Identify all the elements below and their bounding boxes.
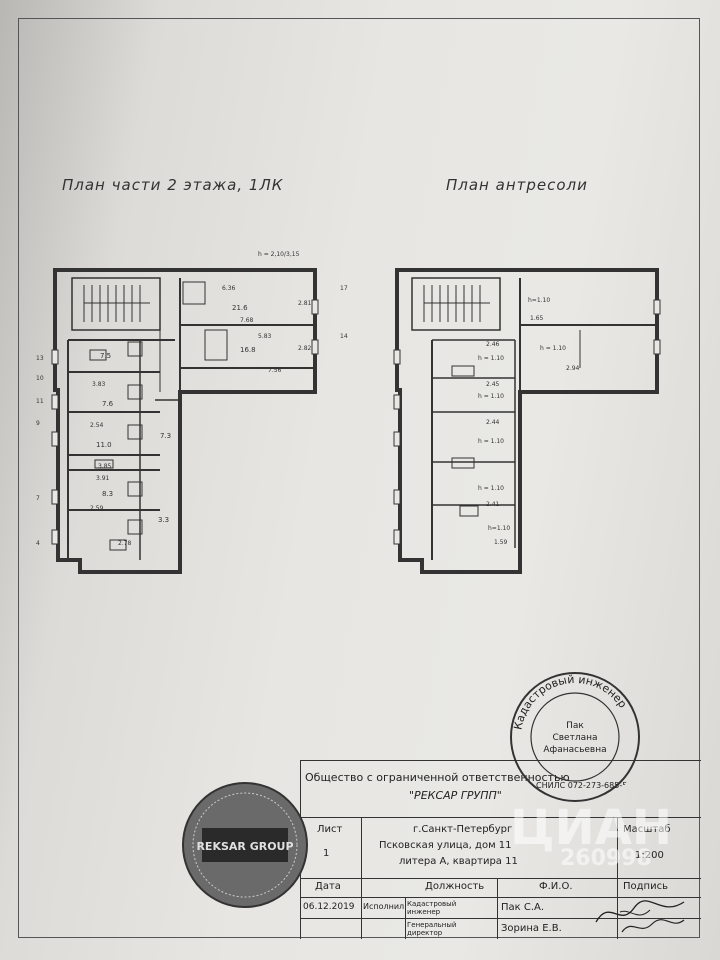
company-stamp: REKSAR GROUP — [182, 782, 308, 908]
height-label: h = 1.10 — [540, 345, 566, 352]
dim-label: 3.85 — [98, 463, 112, 470]
engineer-stamp-surname: Пак — [566, 721, 584, 731]
room-area-label: 7.3 — [160, 432, 171, 440]
height-label: h = 1.10 — [478, 355, 504, 362]
dim-label: 2.41 — [486, 501, 500, 508]
row-name: Пак С.А. — [501, 902, 545, 913]
dim-label: 7.56 — [268, 367, 282, 374]
director-signature — [621, 919, 685, 933]
mezzanine-plan-title: План антресоли — [446, 176, 588, 194]
room-area-label: 16.8 — [240, 346, 256, 354]
height-label: h = 1.10 — [478, 393, 504, 400]
dim-label: 1.65 — [530, 315, 544, 322]
column-name: Ф.И.О. — [539, 881, 573, 892]
height-label: h=1.10 — [528, 297, 550, 304]
grid-line — [617, 818, 618, 939]
organization-name: Общество с ограниченной ответственностью — [305, 771, 570, 784]
dim-label: 5.83 — [258, 333, 272, 340]
dim-label: 2.44 — [486, 419, 500, 426]
room-area-label: 8.3 — [102, 490, 113, 498]
dim-label: 7.68 — [240, 317, 254, 324]
row-position: Генеральный директор — [407, 921, 457, 937]
row-role: Исполнил — [363, 902, 405, 911]
floor-plans-drawing: h = 2,10/3,15 6.36 21.6 7.68 5.83 16.8 7… — [36, 251, 661, 574]
dim-label: 3.91 — [96, 475, 110, 482]
watermark-number: 260998 — [560, 846, 652, 871]
dim-label: 2.78 — [118, 540, 132, 547]
organization-brand: "РЕКСАР ГРУПП" — [409, 789, 502, 802]
address-liter: литера А, квартира 11 — [399, 856, 518, 867]
grid-line — [361, 818, 362, 939]
scale-label: Масштаб — [623, 824, 671, 835]
sheet-number: 1 — [323, 848, 330, 859]
engineer-stamp-snils: СНИЛС 072-273-685-55 — [536, 781, 632, 790]
sheet-label: Лист — [317, 824, 343, 835]
height-label: h = 1.10 — [478, 438, 504, 445]
mezzanine-plan — [393, 268, 661, 574]
watermark-text: ЦИАН — [510, 800, 673, 856]
dim-label: 2.94 — [566, 365, 580, 372]
column-date: Дата — [315, 881, 341, 892]
height-label: h=1.10 — [488, 525, 510, 532]
axis-label: 13 — [36, 355, 44, 362]
room-area-label: 7.6 — [102, 400, 114, 408]
axis-label: 4 — [36, 540, 40, 547]
row-position: Кадастровый инженер — [407, 900, 457, 916]
axis-label: 14 — [340, 333, 348, 340]
title-block: Общество с ограниченной ответственностью… — [300, 760, 701, 939]
title-block-row-director: Генеральный директор Зорина Е.В. — [301, 919, 701, 939]
axis-label: 10 — [36, 375, 44, 382]
axis-label: 7 — [36, 495, 40, 502]
address-street: Псковская улица, дом 11 — [379, 840, 512, 851]
dim-label: 6.36 — [222, 285, 236, 292]
dim-label: 3.83 — [92, 381, 106, 388]
dim-label: 2.45 — [486, 381, 500, 388]
column-signature: Подпись — [623, 881, 668, 892]
room-area-label: 21.6 — [232, 304, 248, 312]
floor-plan-title: План части 2 этажа, 1ЛК — [62, 176, 284, 194]
title-block-address-row: Лист 1 г.Санкт-Петербург Псковская улица… — [301, 818, 701, 879]
title-block-header-row: Дата Должность Ф.И.О. Подпись — [301, 879, 701, 898]
address-city: г.Санкт-Петербург — [413, 824, 513, 835]
floor-height-label: h = 2,10/3,15 — [258, 251, 300, 258]
grid-line — [405, 898, 406, 939]
grid-line — [497, 879, 498, 939]
room-area-label: 11.0 — [96, 441, 112, 449]
row-name: Зорина Е.В. — [501, 923, 562, 934]
height-label: h = 1.10 — [478, 485, 504, 492]
engineer-stamp-patronymic: Афанасьевна — [543, 745, 606, 755]
scale-value: 1:200 — [635, 850, 664, 861]
dim-label: 2.81 — [298, 300, 312, 307]
dim-label: 2.82 — [298, 345, 312, 352]
axis-label: 9 — [36, 420, 40, 427]
company-stamp-text: REKSAR GROUP — [196, 840, 293, 853]
column-position: Должность — [425, 881, 485, 892]
row-date: 06.12.2019 — [303, 902, 355, 912]
engineer-signature — [595, 900, 685, 923]
title-block-org-row: Общество с ограниченной ответственностью… — [301, 761, 701, 818]
axis-label: 17 — [340, 285, 348, 292]
drawing-frame — [18, 18, 700, 938]
room-area-label: 3.3 — [158, 516, 169, 524]
dim-label: 2.46 — [486, 341, 500, 348]
dim-label: 1.59 — [494, 539, 508, 546]
dim-label: 2.59 — [90, 505, 104, 512]
title-block-row-engineer: 06.12.2019 Исполнил Кадастровый инженер … — [301, 898, 701, 919]
engineer-stamp: Кадастровый инженер Пак Светлана Афанась… — [510, 672, 640, 802]
axis-label: 11 — [36, 398, 44, 405]
room-area-label: 7.5 — [100, 352, 111, 360]
floor-plan — [51, 268, 319, 574]
engineer-stamp-name: Светлана — [552, 733, 597, 743]
dim-label: 2.54 — [90, 422, 104, 429]
